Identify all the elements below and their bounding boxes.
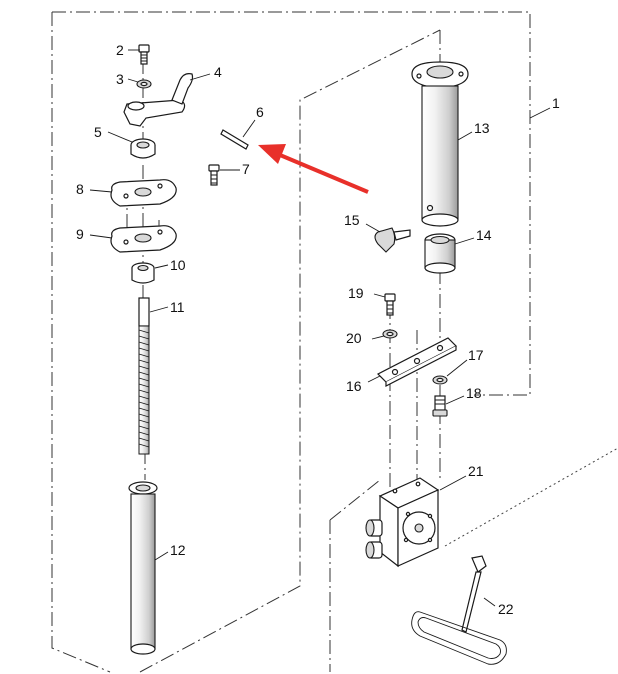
part-11-threaded-rod (138, 297, 150, 455)
part-10-nut (131, 262, 155, 284)
leader-lines (89, 49, 551, 607)
dotted-connector (444, 447, 618, 547)
label-16: 16 (346, 378, 362, 394)
label-19: 19 (348, 285, 364, 301)
part-5-bushing (130, 138, 156, 159)
label-4: 4 (214, 64, 222, 80)
part-6-pin (220, 129, 249, 150)
label-14: 14 (476, 227, 492, 243)
part-18-screw (432, 395, 448, 417)
part-22-lever (411, 555, 507, 665)
part-20-washer (382, 329, 398, 339)
label-18: 18 (466, 385, 482, 401)
part-19-screw (384, 293, 396, 316)
label-17: 17 (468, 347, 484, 363)
label-13: 13 (474, 120, 490, 136)
highlight-arrow (258, 144, 369, 194)
outer-boundary (51, 11, 531, 673)
part-12-tube (128, 481, 158, 655)
label-11: 11 (170, 299, 185, 315)
label-7: 7 (242, 161, 250, 177)
part-7-screw (208, 164, 220, 186)
part-14-sleeve (424, 233, 456, 274)
label-3: 3 (116, 71, 124, 87)
label-20: 20 (346, 330, 362, 346)
part-3-washer (136, 79, 152, 89)
label-8: 8 (76, 181, 84, 197)
label-12: 12 (170, 542, 186, 558)
part-16-plate (376, 337, 458, 387)
label-9: 9 (76, 226, 84, 242)
label-5: 5 (94, 124, 102, 140)
part-4-crank-handle (123, 73, 194, 127)
part-2-screw (138, 44, 150, 65)
part-9-plate (110, 225, 177, 253)
label-21: 21 (468, 463, 484, 479)
label-2: 2 (116, 42, 124, 58)
right-center-lines (389, 270, 441, 500)
label-6: 6 (256, 104, 264, 120)
label-15: 15 (344, 212, 360, 228)
part-15-knob (374, 227, 411, 253)
part-8-plate (110, 179, 177, 207)
part-21-valve-block (365, 477, 440, 568)
label-10: 10 (170, 257, 186, 273)
label-1: 1 (552, 95, 560, 111)
part-17-washer (432, 375, 448, 385)
label-22: 22 (498, 601, 514, 617)
part-13-tube (411, 61, 469, 227)
part-labels: 2 3 4 5 6 7 8 9 10 11 12 13 14 15 1 19 2… (76, 42, 560, 617)
